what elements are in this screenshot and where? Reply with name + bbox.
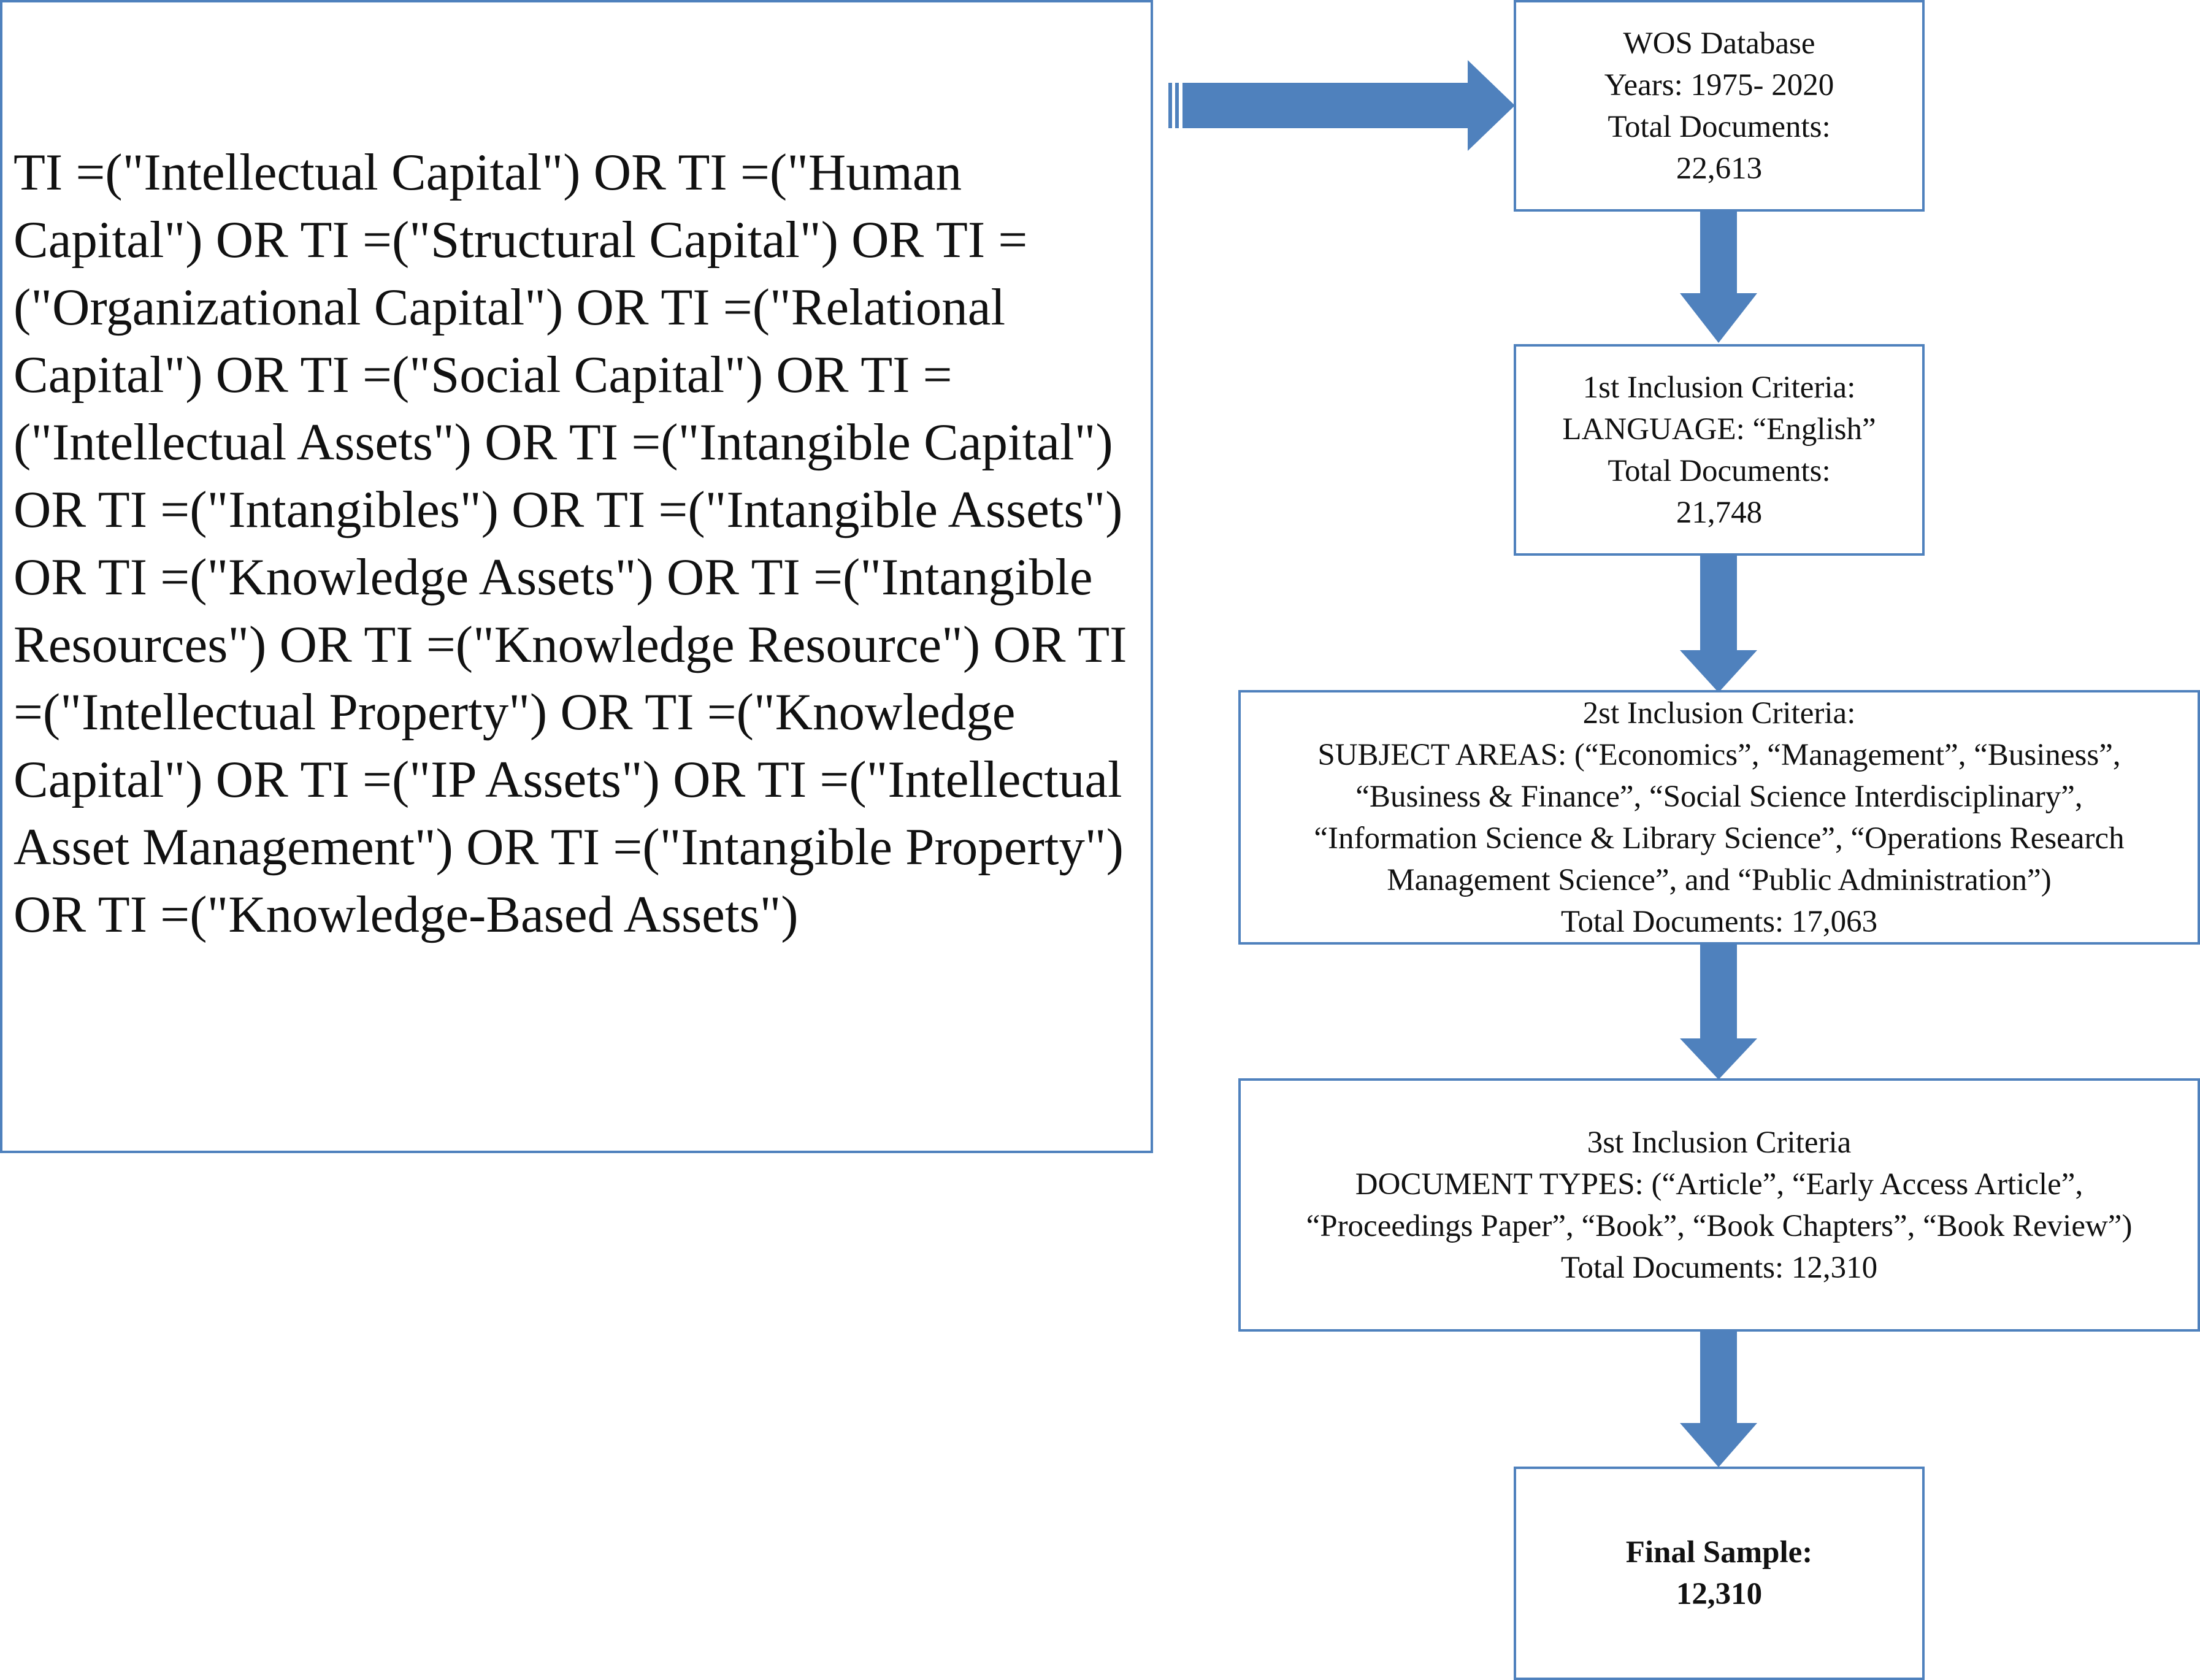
box-line: “Business & Finance”, “Social Science In…	[1355, 779, 2083, 814]
down-arrow-icon	[1680, 556, 1757, 692]
box-line: DOCUMENT TYPES: (“Article”, “Early Acces…	[1355, 1167, 2083, 1202]
box-line: Final Sample:	[1625, 1535, 1813, 1570]
box-line: 1st Inclusion Criteria:	[1582, 370, 1856, 405]
box-line: WOS Database	[1623, 26, 1815, 61]
down-arrow-icon	[1680, 1332, 1757, 1467]
right-arrow-icon	[1168, 60, 1515, 151]
box-line: 22,613	[1676, 151, 1763, 186]
wos-database-box: WOS Database Years: 1975- 2020 Total Doc…	[1514, 0, 1925, 212]
box-line: Years: 1975- 2020	[1604, 67, 1834, 102]
box-line: Management Science”, and “Public Adminis…	[1387, 862, 2052, 897]
down-arrow-icon	[1680, 945, 1757, 1080]
search-query-text: TI =("Intellectual Capital") OR TI =("Hu…	[13, 144, 1127, 943]
box-line: “Information Science & Library Science”,…	[1314, 821, 2125, 856]
box-line: “Proceedings Paper”, “Book”, “Book Chapt…	[1306, 1208, 2133, 1243]
second-inclusion-criteria-box: 2st Inclusion Criteria: SUBJECT AREAS: (…	[1238, 690, 2200, 945]
box-line: 2st Inclusion Criteria:	[1582, 696, 1856, 731]
box-line: LANGUAGE: “English”	[1562, 412, 1876, 447]
box-line: Total Documents:	[1608, 109, 1831, 144]
box-line: Total Documents: 17,063	[1560, 904, 1878, 939]
box-line: Total Documents:	[1608, 453, 1831, 488]
final-sample-box: Final Sample: 12,310	[1514, 1467, 1925, 1680]
box-line: 21,748	[1676, 495, 1763, 530]
search-query-box: TI =("Intellectual Capital") OR TI =("Hu…	[0, 0, 1153, 1153]
box-line: 3st Inclusion Criteria	[1587, 1125, 1852, 1160]
box-line: 12,310	[1676, 1577, 1763, 1611]
box-line: SUBJECT AREAS: (“Economics”, “Management…	[1317, 737, 2121, 772]
box-line: Total Documents: 12,310	[1560, 1250, 1878, 1285]
down-arrow-icon	[1680, 209, 1757, 343]
third-inclusion-criteria-box: 3st Inclusion Criteria DOCUMENT TYPES: (…	[1238, 1078, 2200, 1332]
first-inclusion-criteria-box: 1st Inclusion Criteria: LANGUAGE: “Engli…	[1514, 344, 1925, 556]
